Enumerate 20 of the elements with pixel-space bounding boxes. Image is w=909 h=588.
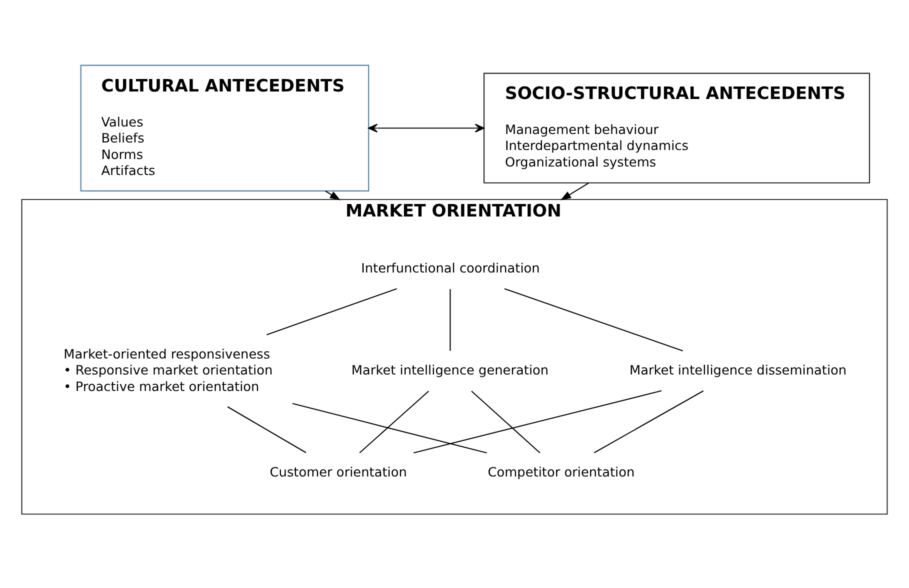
connector [594, 390, 704, 454]
node-text: Market-oriented responsiveness • Responsive market orientation • Proactive market orientation [64, 348, 273, 395]
connector [471, 390, 540, 454]
node-box: SOCIO-STRUCTURAL ANTECEDENTS Management behaviour Interdepartmental dynamics Organizational systems [484, 72, 870, 184]
node-text: Market intelligence generation [351, 364, 549, 379]
connector [359, 390, 430, 454]
arrow [368, 124, 484, 133]
node-box: CULTURAL ANTECEDENTS Values Beliefs Norms Artifacts [80, 64, 370, 192]
arrow [560, 182, 590, 200]
connector [504, 288, 684, 352]
connector [450, 289, 451, 351]
connector [292, 402, 487, 454]
arrow [324, 190, 341, 200]
node-text: Competitor orientation [488, 466, 635, 481]
node-text: Market intelligence dissemination [630, 364, 847, 379]
node-text: Interfunctional coordination [361, 262, 540, 277]
connector [414, 390, 662, 454]
connector [227, 406, 306, 454]
node-text: Customer orientation [270, 466, 407, 481]
connector [266, 288, 397, 336]
